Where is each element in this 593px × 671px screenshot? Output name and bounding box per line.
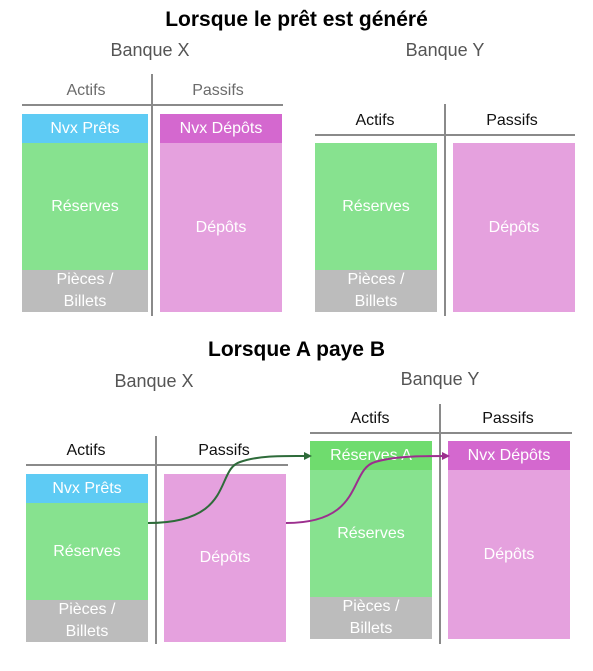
s1-bank-y-actifs-header: Actifs <box>355 112 395 129</box>
s1-bank-x-divider <box>151 74 153 316</box>
s2-bank-y-actifs-header: Actifs <box>350 410 390 427</box>
s1-bank-y-deposits-block: Dépôts <box>453 143 575 312</box>
s1-bank-y-coins-block: Pièces / Billets <box>315 270 437 312</box>
s2-bank-x-new-loans-block: Nvx Prêts <box>26 474 148 503</box>
s1-bank-x-passifs-header: Passifs <box>192 82 244 99</box>
s2-bank-y-passifs-header: Passifs <box>482 410 534 427</box>
s1-bank-x-name: Banque X <box>110 40 190 60</box>
s1-bank-y-reserves-block: Réserves <box>315 143 437 270</box>
s2-bank-x-deposits-block: Dépôts <box>164 474 286 642</box>
s1-bank-x-coins-block: Pièces / Billets <box>22 270 148 312</box>
s1-bank-y-passifs-header: Passifs <box>486 112 538 129</box>
s2-bank-y-coins-line2: Billets <box>349 620 393 637</box>
s2-bank-x-name: Banque X <box>114 371 194 391</box>
s2-bank-x-divider <box>155 436 157 644</box>
s2-bank-x-reserves-block: Réserves <box>26 503 148 600</box>
deposits-transfer-arrow <box>285 452 450 524</box>
s2-bank-x-passifs-header: Passifs <box>198 442 250 459</box>
s1-bank-x-new-loans-block: Nvx Prêts <box>22 114 148 143</box>
s2-bank-x-actifs-header: Actifs <box>66 442 106 459</box>
section1-title: Lorsque le prêt est généré <box>165 8 428 31</box>
s2-bank-y-reserves-a-block: Réserves A <box>310 441 432 470</box>
s1-bank-y-divider <box>444 104 446 316</box>
s1-bank-y-coins-line2: Billets <box>354 293 398 310</box>
s1-bank-y-name: Banque Y <box>405 40 485 60</box>
s2-bank-x-header-line <box>26 464 288 466</box>
s1-bank-x-deposits-block: Dépôts <box>160 143 282 312</box>
s1-bank-x-new-deposits-block: Nvx Dépôts <box>160 114 282 143</box>
s1-bank-x-actifs-header: Actifs <box>66 82 106 99</box>
s2-bank-y-coins-line1: Pièces / <box>342 598 400 615</box>
s2-bank-x-coins-line2: Billets <box>65 623 109 640</box>
s2-bank-y-deposits-block: Dépôts <box>448 470 570 639</box>
s1-bank-x-coins-line2: Billets <box>63 293 107 310</box>
s2-bank-x-coins-block: Pièces / Billets <box>26 600 148 642</box>
reserves-transfer-arrow <box>147 451 312 524</box>
s2-bank-y-divider <box>439 404 441 644</box>
s2-bank-x-coins-line1: Pièces / <box>58 601 116 618</box>
s2-bank-y-new-deposits-block: Nvx Dépôts <box>448 441 570 470</box>
s2-bank-y-name: Banque Y <box>400 369 480 389</box>
s2-bank-y-coins-block: Pièces / Billets <box>310 597 432 639</box>
s1-bank-x-reserves-block: Réserves <box>22 143 148 270</box>
s1-bank-x-coins-line1: Pièces / <box>56 271 114 288</box>
s2-bank-y-header-line <box>310 432 572 434</box>
section2-title: Lorsque A paye B <box>208 338 385 361</box>
s1-bank-y-coins-line1: Pièces / <box>347 271 405 288</box>
s2-bank-y-reserves-block: Réserves <box>310 470 432 597</box>
